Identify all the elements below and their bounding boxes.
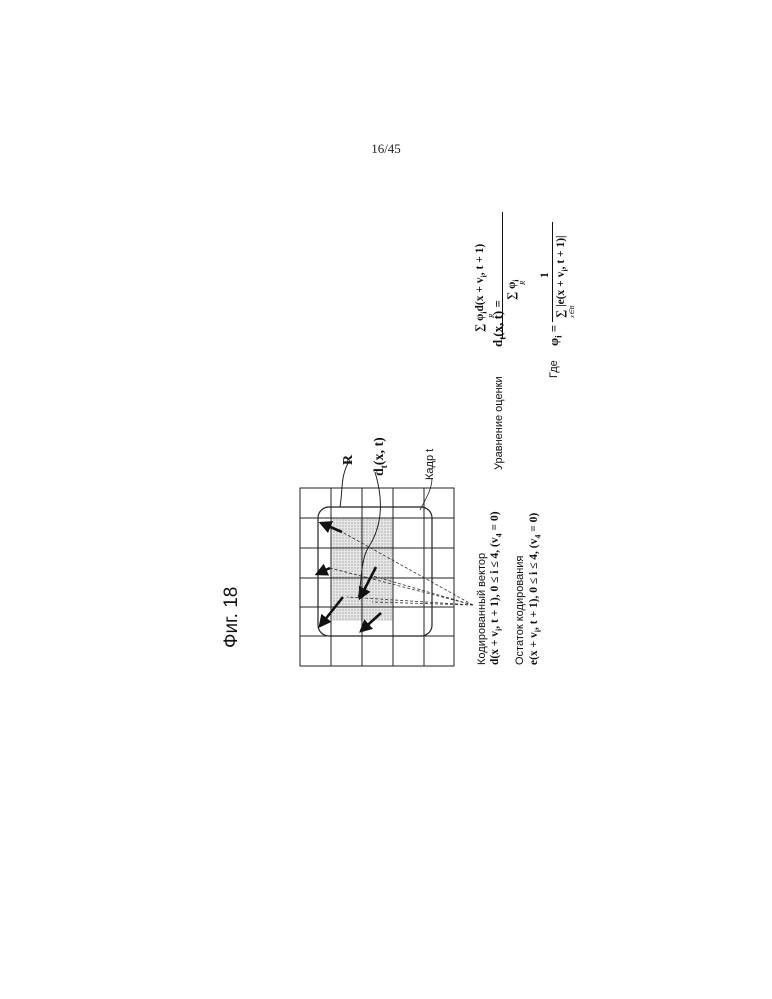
estimation-equation-caption: Уравнение оценки: [494, 376, 505, 470]
frame-leader: [420, 478, 432, 510]
region-r-label: R: [342, 455, 356, 465]
coded-vector-caption: Кодированный вектор: [477, 553, 488, 665]
frame-label: Кадр t: [425, 449, 436, 480]
estimation-numerator: ∑ φid(x + vi, t + 1): [475, 244, 488, 332]
phi-fraction-bar: [552, 222, 553, 322]
motion-vector-arrow: [317, 568, 330, 574]
residual-formula: e(x + vi, t + 1), 0 ≤ i ≤ 4, (v4 = 0): [529, 513, 542, 665]
phi-sum-index: x∈B: [570, 305, 577, 318]
phi-denominator: ∑ |e(x + vi, t + 1)|: [556, 235, 569, 318]
where-label: Где: [549, 360, 560, 378]
coded-vector-formula: d(x + vi, t + 1), 0 ≤ i ≤ 4, (v4 = 0): [490, 511, 503, 665]
denominator-sum-index: R: [520, 281, 527, 285]
phi-lhs: φi =: [547, 325, 564, 346]
estimate-vector-label: dt(x, t): [373, 437, 389, 476]
residual-caption: Остаток кодирования: [515, 556, 526, 665]
numerator-sum-index: R: [489, 314, 496, 318]
phi-numerator: 1: [540, 272, 552, 278]
estimation-fraction-bar: [502, 212, 503, 338]
region-r-leader: [340, 460, 350, 507]
estimation-equation-lhs: dt(x, t) =: [491, 300, 508, 347]
